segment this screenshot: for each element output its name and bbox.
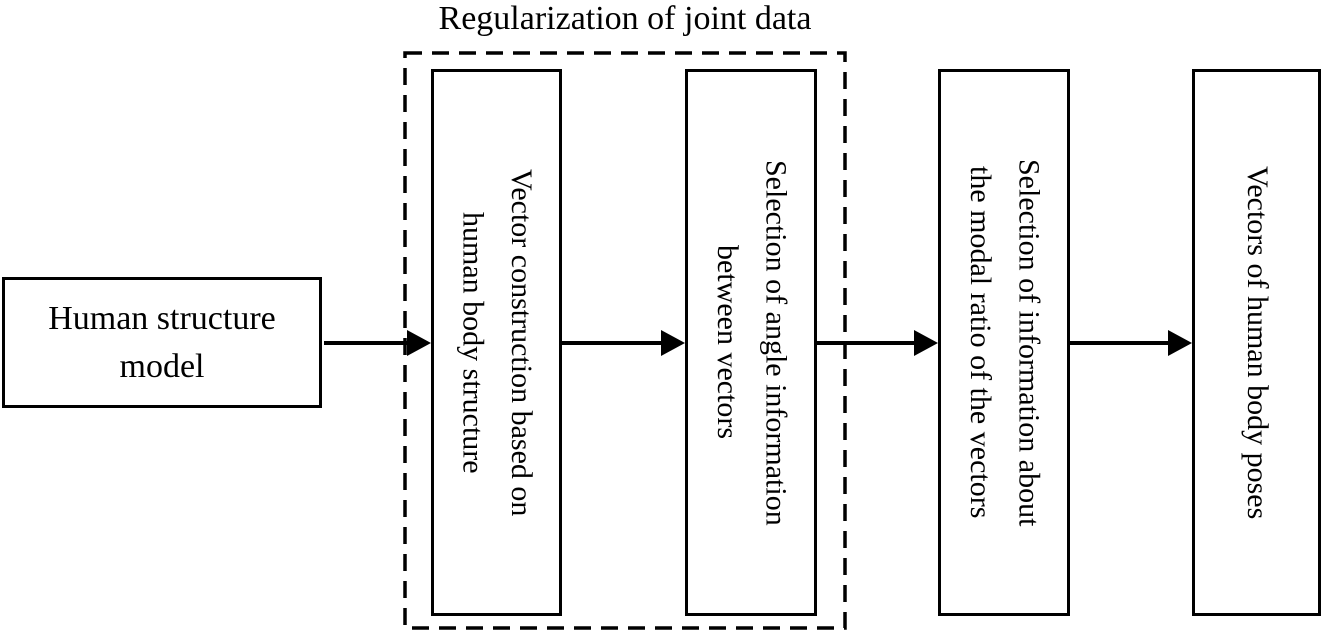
node-label-line: model — [119, 347, 205, 385]
arrow-angle-selection-to-modal-ratio — [817, 330, 938, 356]
node-modal-ratio-selection: Selection of information about the modal… — [938, 69, 1070, 616]
node-label: Selection of angle information between v… — [702, 160, 799, 526]
group-title-regularization: Regularization of joint data — [438, 0, 812, 37]
node-label: Vectors of human body poses — [1232, 166, 1281, 519]
node-label: Selection of information about the modal… — [955, 159, 1052, 526]
arrow-modal-ratio-to-pose-vectors — [1068, 330, 1192, 356]
node-label-line: Selection of information about — [1012, 158, 1046, 527]
node-angle-selection: Selection of angle information between v… — [685, 69, 817, 616]
node-pose-vectors: Vectors of human body poses — [1192, 69, 1321, 616]
node-label: Human structure model — [48, 295, 276, 390]
node-label-line: Vector construction based on — [505, 168, 539, 517]
node-label-line: human body structure — [456, 211, 490, 474]
arrow-vector-construction-to-angle-selection — [562, 330, 685, 356]
regularization-group-dashed-border — [403, 51, 847, 630]
node-label-line: Human structure — [48, 299, 276, 337]
node-label-line: the modal ratio of the vectors — [964, 166, 997, 519]
node-label-line: Vectors of human body poses — [1240, 165, 1274, 520]
node-label-line: Selection of angle information — [759, 159, 793, 526]
node-label: Vector construction based on human body … — [448, 169, 545, 516]
node-label-line: between vectors — [711, 245, 744, 440]
node-human-structure-model: Human structure model — [2, 277, 322, 408]
node-vector-construction: Vector construction based on human body … — [431, 69, 562, 616]
arrow-model-to-vector-construction — [324, 330, 431, 356]
